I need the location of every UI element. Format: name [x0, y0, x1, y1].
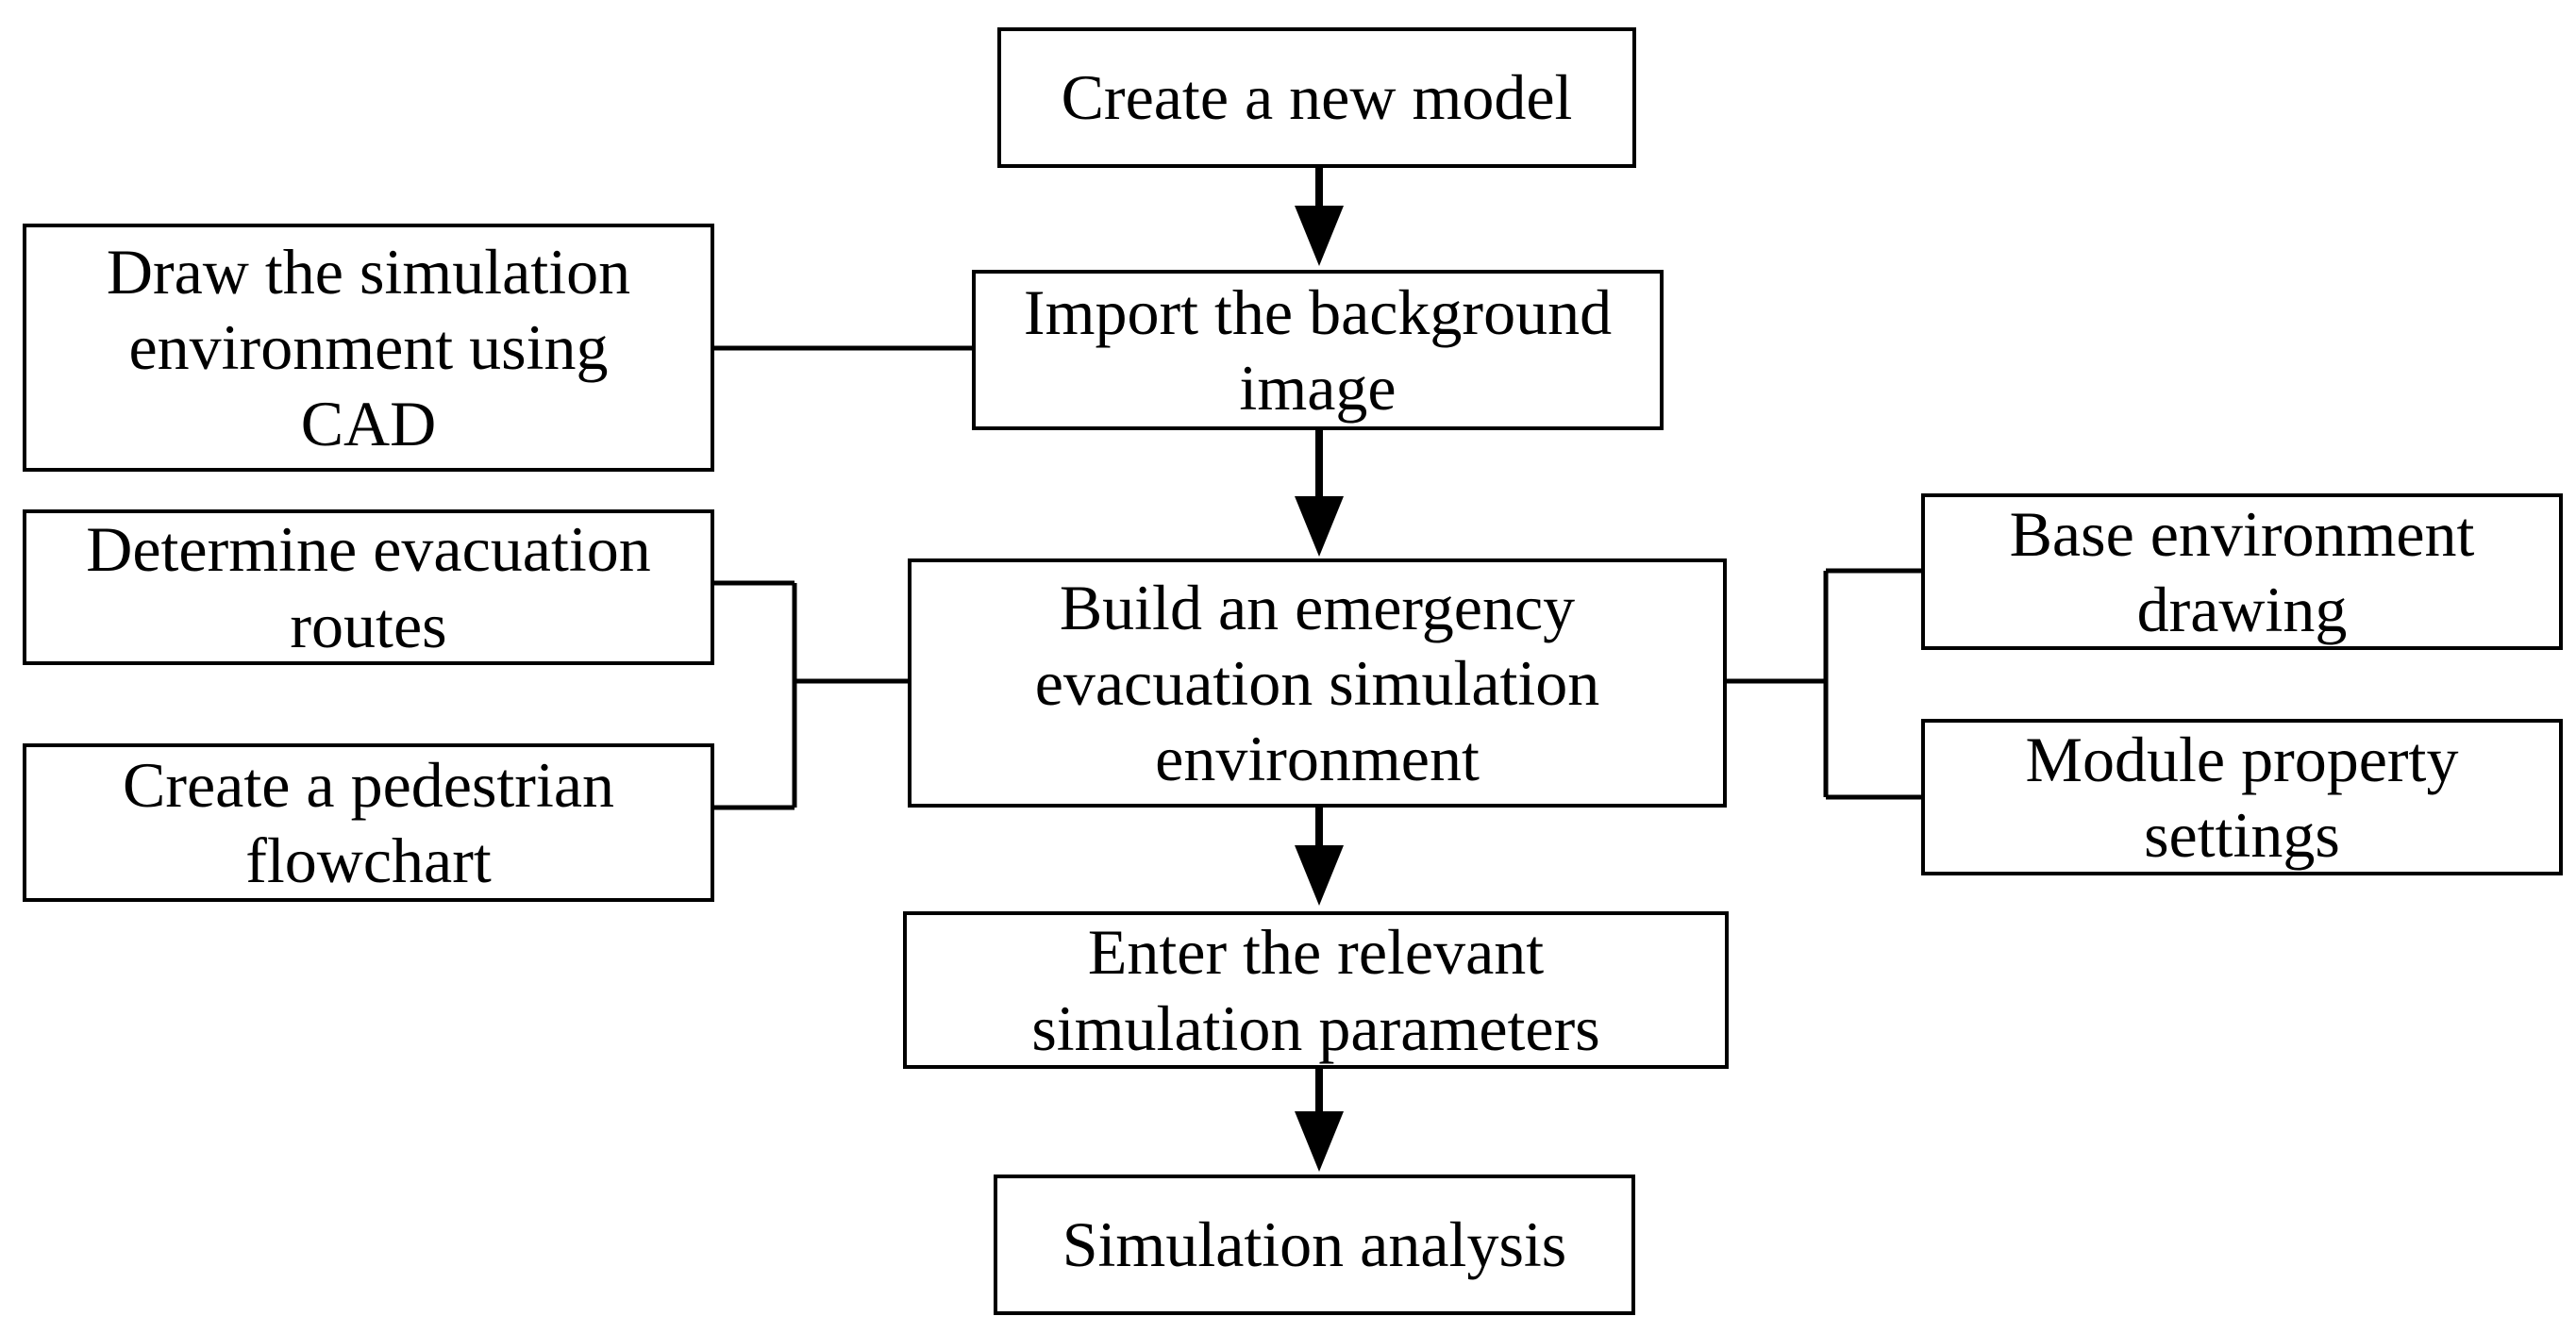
base-drawing-label: Base environment drawing: [2009, 497, 2475, 645]
module-settings-label: Module property settings: [2025, 723, 2459, 871]
pedestrian-flowchart-box: Create a pedestrian flowchart: [23, 743, 714, 902]
arrow-create-to-import: [1295, 166, 1344, 266]
import-background-box: Import the background image: [972, 270, 1664, 430]
determine-routes-label: Determine evacuation routes: [86, 513, 651, 661]
build-environment-box: Build an emergency evacuation simulation…: [908, 558, 1727, 808]
create-new-model-box: Create a new model: [997, 27, 1636, 168]
create-new-model-label: Create a new model: [1061, 61, 1573, 134]
enter-parameters-label: Enter the relevant simulation parameters: [1031, 916, 1600, 1064]
arrow-parameters-to-analysis: [1295, 1066, 1344, 1172]
base-drawing-box: Base environment drawing: [1921, 493, 2563, 650]
arrow-build-to-parameters: [1295, 807, 1344, 906]
pedestrian-flowchart-label: Create a pedestrian flowchart: [122, 748, 615, 896]
build-environment-label: Build an emergency evacuation simulation…: [1034, 571, 1600, 795]
determine-routes-box: Determine evacuation routes: [23, 509, 714, 665]
connector-right-bracket: [1727, 568, 1923, 800]
enter-parameters-box: Enter the relevant simulation parameters: [903, 911, 1729, 1069]
module-settings-box: Module property settings: [1921, 719, 2563, 875]
arrow-import-to-build: [1295, 427, 1344, 557]
simulation-analysis-box: Simulation analysis: [994, 1175, 1635, 1315]
simulation-analysis-label: Simulation analysis: [1062, 1208, 1567, 1281]
import-background-label: Import the background image: [1023, 275, 1613, 424]
draw-cad-label: Draw the simulation environment using CA…: [106, 236, 631, 459]
draw-cad-box: Draw the simulation environment using CA…: [23, 224, 714, 472]
connector-left-bracket: [712, 580, 908, 810]
